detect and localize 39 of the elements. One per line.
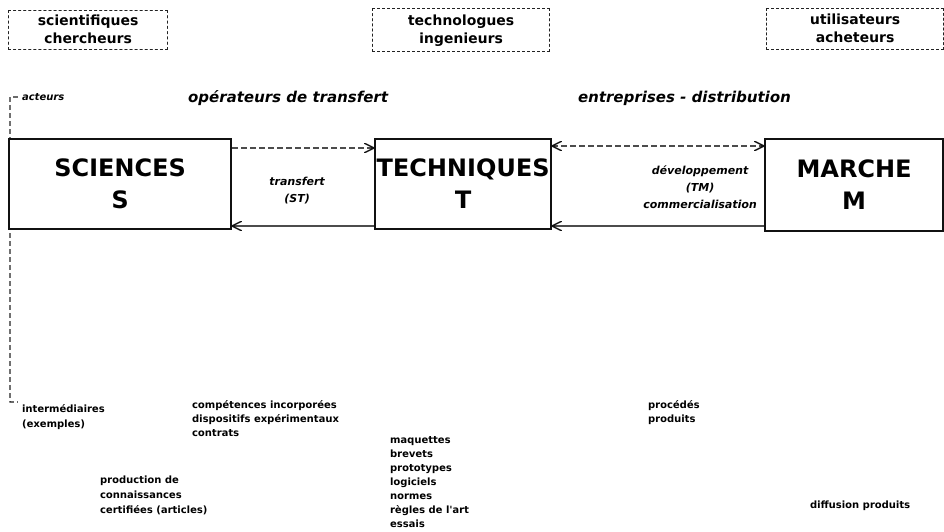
actor-box <box>8 10 168 50</box>
example-item: compétences incorporées <box>192 399 338 413</box>
example-item: essais <box>390 518 426 532</box>
box-text: scientifiques chercheurs <box>36 12 140 48</box>
example-item: produits <box>648 413 696 427</box>
box-text: SCIENCES <box>54 153 186 184</box>
domain-box <box>764 138 944 232</box>
domain-box <box>8 138 232 230</box>
arrow <box>551 220 764 232</box>
example-item: maquettes <box>390 434 452 448</box>
example-item: production de connaissances certifiées (articles) <box>100 474 208 518</box>
column-heading: entreprises - distribution <box>578 87 792 108</box>
example-item: normes <box>390 490 434 504</box>
actor-box <box>766 8 944 50</box>
box-text: TECHNIQUES <box>376 153 550 184</box>
arrow <box>231 220 374 232</box>
actor-box <box>372 8 550 52</box>
arrow <box>551 140 765 152</box>
box-text: S <box>111 185 129 216</box>
example-item: diffusion produits <box>810 499 912 513</box>
example-item: procédés <box>648 399 701 413</box>
actor-label: acteurs <box>22 91 66 105</box>
flow-label: transfert (ST) <box>268 174 326 207</box>
box-text: M <box>842 186 866 217</box>
example-item: dispositifs expérimentaux <box>192 413 340 427</box>
flow-label: développement (TM) commercialisation <box>642 163 758 213</box>
example-item: prototypes <box>390 462 453 476</box>
box-text: T <box>454 185 472 216</box>
example-label: intermédiaires (exemples) <box>22 403 106 432</box>
domain-box <box>374 138 552 230</box>
box-text: technologues ingenieurs <box>406 12 516 48</box>
example-item: brevets <box>390 448 434 462</box>
example-item: règles de l'art <box>390 504 470 518</box>
example-item: contrats <box>192 427 240 441</box>
box-text: MARCHE <box>796 154 912 185</box>
column-heading: opérateurs de transfert <box>188 87 390 108</box>
arrow <box>232 142 375 154</box>
example-item: logiciels <box>390 476 438 490</box>
box-text: utilisateurs acheteurs <box>808 11 902 47</box>
